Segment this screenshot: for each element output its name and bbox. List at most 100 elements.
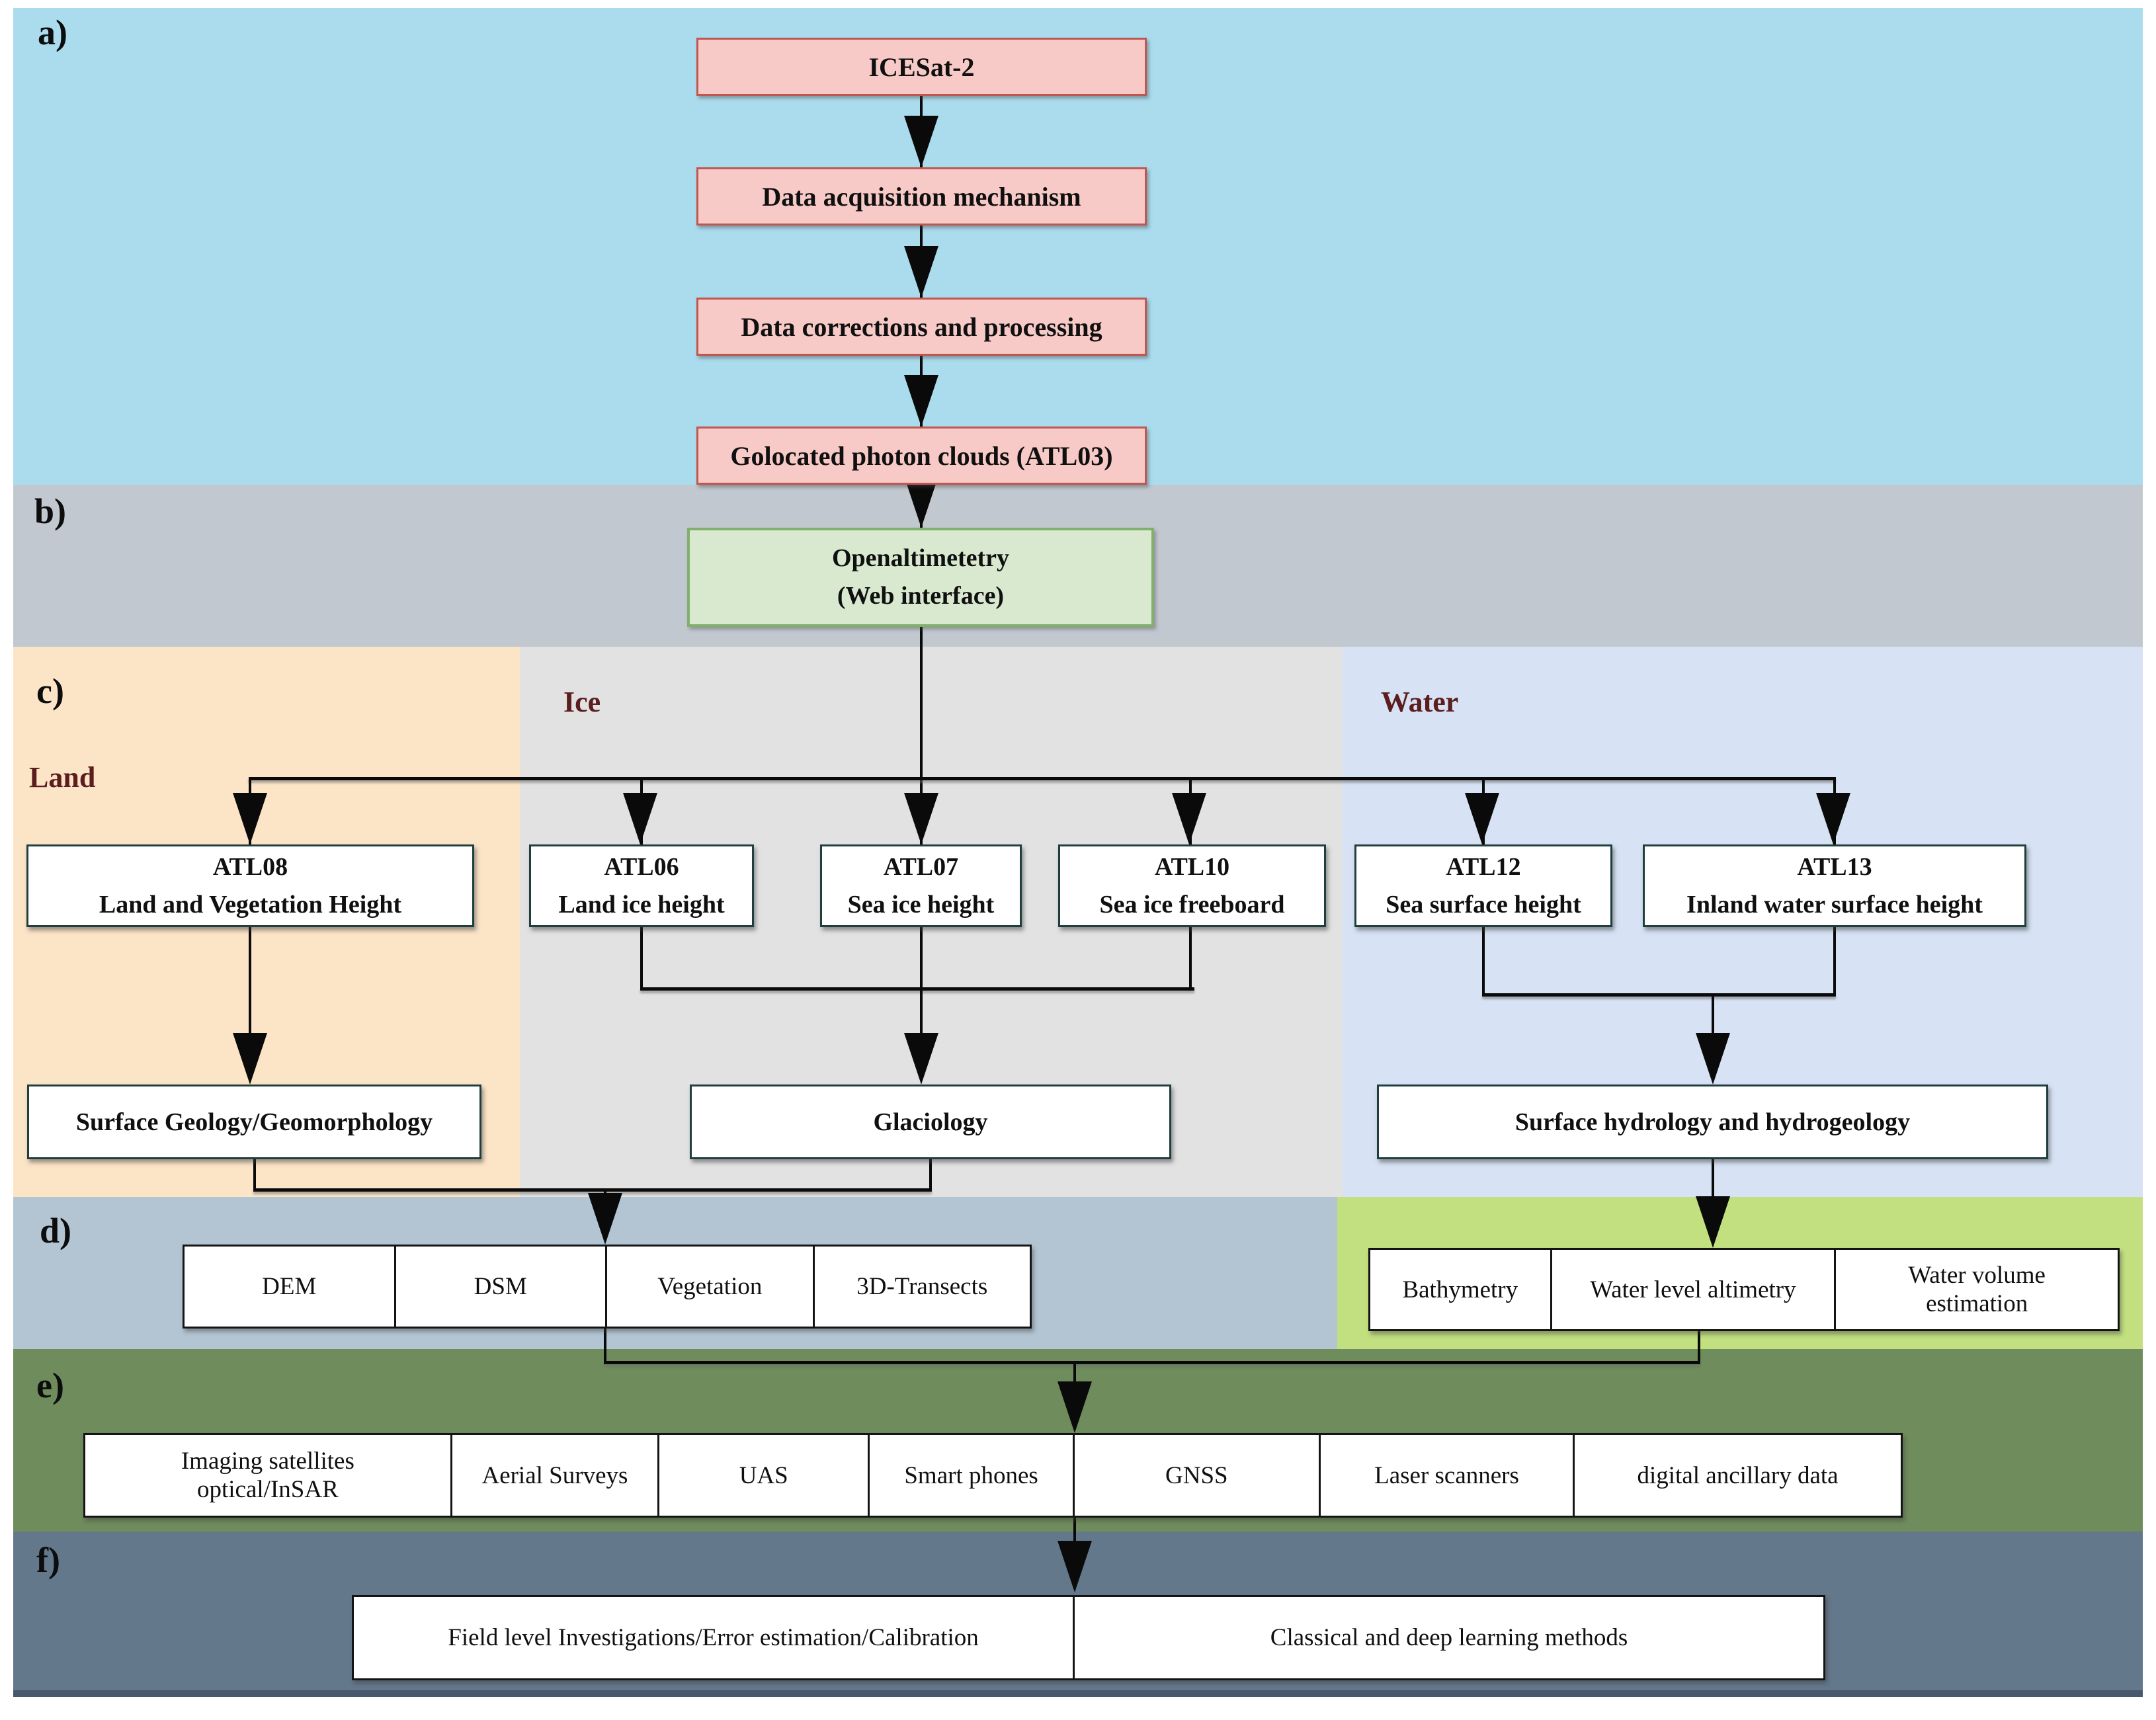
connector-line [640, 927, 643, 989]
application-box-geology: Surface Geology/Geomorphology [27, 1085, 481, 1159]
atl10-name: Sea ice freeboard [1099, 890, 1285, 919]
water-volume-label: Water volume estimation [1908, 1262, 2046, 1317]
flow-box-icesat2: ICESat-2 [696, 38, 1147, 96]
section-b-label: b) [34, 491, 67, 531]
ice-join-bar [640, 987, 1194, 991]
water-join-bar [1482, 993, 1836, 997]
arrowhead-down-icon [233, 1033, 267, 1085]
arrowhead-down-icon [1696, 1196, 1730, 1248]
ancillary-cell-aerial-surveys: Aerial Surveys [452, 1435, 660, 1516]
connector-line [1189, 927, 1192, 989]
atl12-code: ATL12 [1446, 852, 1521, 881]
water-category-label: Water [1381, 686, 1459, 718]
output-cell-dsm: DSM [396, 1247, 607, 1327]
arrowhead-down-icon [904, 246, 938, 298]
water-outputs-table: Bathymetry Water level altimetry Water v… [1368, 1248, 2120, 1331]
methods-cell-field-investigations: Field level Investigations/Error estimat… [354, 1597, 1075, 1678]
atl10-code: ATL10 [1154, 852, 1230, 881]
output-cell-vegetation: Vegetation [607, 1247, 815, 1327]
connector-line [1698, 1331, 1700, 1364]
application-box-hydrology: Surface hydrology and hydrogeology [1377, 1085, 2048, 1159]
connector-line [929, 1159, 932, 1190]
section-a-label: a) [38, 13, 67, 52]
product-box-atl12: ATL12 Sea surface height [1354, 844, 1612, 927]
ice-category-label: Ice [563, 686, 601, 718]
flow-box-data-corrections: Data corrections and processing [696, 298, 1147, 356]
connector-line [1073, 1518, 1076, 1547]
arrowhead-down-icon [904, 476, 938, 528]
atl13-name: Inland water surface height [1686, 890, 1983, 919]
connector-line [1073, 1361, 1076, 1384]
product-box-atl08: ATL08 Land and Vegetation Height [26, 844, 474, 927]
product-box-atl13: ATL13 Inland water surface height [1643, 844, 2026, 927]
land-ice-outputs-table: DEM DSM Vegetation 3D-Transects [183, 1245, 1032, 1329]
openaltimetry-title: Openaltimetetry [831, 544, 1010, 572]
atl07-code: ATL07 [883, 852, 959, 881]
output-cell-bathymetry: Bathymetry [1370, 1250, 1552, 1329]
atl07-name: Sea ice height [847, 890, 995, 919]
product-box-atl06: ATL06 Land ice height [529, 844, 754, 927]
output-cell-water-level-altimetry: Water level altimetry [1552, 1250, 1837, 1329]
arrowhead-down-icon [1816, 793, 1850, 844]
section-d-label: d) [40, 1211, 72, 1250]
arrowhead-down-icon [1465, 793, 1499, 844]
atl13-code: ATL13 [1797, 852, 1872, 881]
flow-box-openaltimetry: Openaltimetetry (Web interface) [687, 528, 1154, 627]
connector-line [1712, 993, 1714, 1033]
ancillary-cell-laser-scanners: Laser scanners [1321, 1435, 1575, 1516]
connector-line [1833, 927, 1836, 995]
ancillary-cell-digital-ancillary-data: digital ancillary data [1637, 1461, 1839, 1489]
arrowhead-down-icon [588, 1193, 622, 1245]
application-glaciology-label: Glaciology [873, 1108, 988, 1136]
geo-glacio-join-bar [253, 1188, 932, 1192]
flow-box-data-acquisition: Data acquisition mechanism [696, 167, 1147, 225]
arrowhead-down-icon [1057, 1541, 1092, 1592]
section-f-label: f) [36, 1540, 60, 1580]
product-box-atl10: ATL10 Sea ice freeboard [1058, 844, 1326, 927]
arrowhead-down-icon [623, 793, 657, 844]
land-category-label: Land [29, 761, 96, 794]
arrowhead-down-icon [1696, 1033, 1730, 1085]
ancillary-cell-uas: UAS [659, 1435, 870, 1516]
connector-line [920, 927, 923, 1033]
application-hydrology-label: Surface hydrology and hydrogeology [1514, 1108, 1911, 1136]
connector-line [920, 627, 923, 844]
arrowhead-down-icon [904, 793, 938, 844]
imaging-satellites-label: Imaging satellites optical/InSAR [181, 1448, 354, 1503]
output-cell-dem: DEM [185, 1247, 396, 1327]
application-geology-label: Surface Geology/Geomorphology [75, 1108, 433, 1136]
flow-box-photon-clouds-label: Golocated photon clouds (ATL03) [730, 440, 1113, 471]
output-cell-water-volume: Water volume estimation [1836, 1250, 2118, 1329]
arrowhead-down-icon [1057, 1381, 1092, 1433]
flow-box-photon-clouds: Golocated photon clouds (ATL03) [696, 427, 1147, 485]
flow-box-data-acquisition-label: Data acquisition mechanism [762, 181, 1081, 212]
ancillary-sources-table: Imaging satellites optical/InSAR Aerial … [83, 1433, 1903, 1518]
openaltimetry-subtitle: (Web interface) [837, 582, 1005, 610]
flow-box-data-corrections-label: Data corrections and processing [741, 311, 1102, 342]
atl08-code: ATL08 [212, 852, 288, 881]
atl12-name: Sea surface height [1386, 890, 1581, 919]
output-cell-3d-transects: 3D-Transects [856, 1273, 988, 1300]
arrowhead-down-icon [904, 1033, 938, 1085]
atl06-name: Land ice height [558, 890, 725, 919]
arrowhead-down-icon [904, 375, 938, 427]
arrowhead-down-icon [233, 793, 267, 844]
flow-box-icesat2-label: ICESat-2 [868, 52, 975, 82]
connector-line [1712, 1159, 1714, 1199]
connector-line [604, 1329, 606, 1364]
connector-line [249, 927, 251, 1033]
connector-line [1482, 927, 1485, 995]
methods-cell-learning-methods: Classical and deep learning methods [1270, 1624, 1628, 1651]
arrowhead-down-icon [904, 116, 938, 167]
ancillary-cell-smart-phones: Smart phones [870, 1435, 1075, 1516]
section-e-label: e) [36, 1366, 64, 1405]
branch-bar [249, 777, 1836, 780]
ancillary-cell-gnss: GNSS [1075, 1435, 1321, 1516]
product-box-atl07: ATL07 Sea ice height [820, 844, 1022, 927]
ancillary-cell-imaging-satellites: Imaging satellites optical/InSAR [85, 1435, 452, 1516]
atl08-name: Land and Vegetation Height [99, 890, 402, 919]
outputs-join-bar [604, 1361, 1700, 1364]
atl06-code: ATL06 [604, 852, 679, 881]
application-box-glaciology: Glaciology [690, 1085, 1171, 1159]
